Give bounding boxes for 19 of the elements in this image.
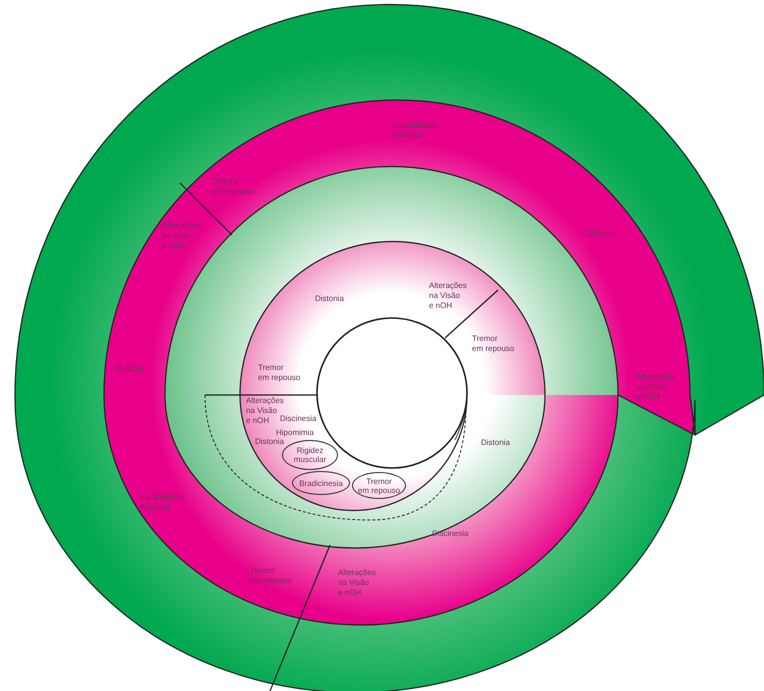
symptom-label: Distonia [315, 294, 344, 304]
symptom-label: Alterações na Visão e nOH [338, 568, 376, 598]
symptom-label: Distonia [115, 364, 144, 374]
symptom-label: Discinesia [280, 414, 316, 424]
symptom-label: Tremor em repouso [212, 177, 254, 197]
symptom-label: Tremor em repouso [250, 566, 292, 586]
symptom-label: Alterações na Visão e nOH [636, 372, 674, 402]
symptom-label: Instabilidade Postural [140, 493, 185, 513]
symptom-label: Alterações na Visão e nOH [429, 281, 467, 311]
symptom-label: Tremor em repouso [472, 334, 514, 354]
symptom-label: Alterações na Visão e nOH [162, 221, 200, 251]
symptom-ellipse: Tremor em repouso [352, 472, 406, 499]
symptom-label: Tremor em repouso [258, 363, 300, 383]
symptom-ellipse: Bradicinesia [292, 471, 350, 495]
symptom-label: Distonia [481, 438, 510, 448]
symptom-label: Instabilidade Postural [392, 121, 437, 141]
symptom-label: Discinesia [432, 529, 468, 539]
symptom-label: Distonia [586, 229, 615, 239]
symptom-label: Distonia [255, 437, 284, 447]
